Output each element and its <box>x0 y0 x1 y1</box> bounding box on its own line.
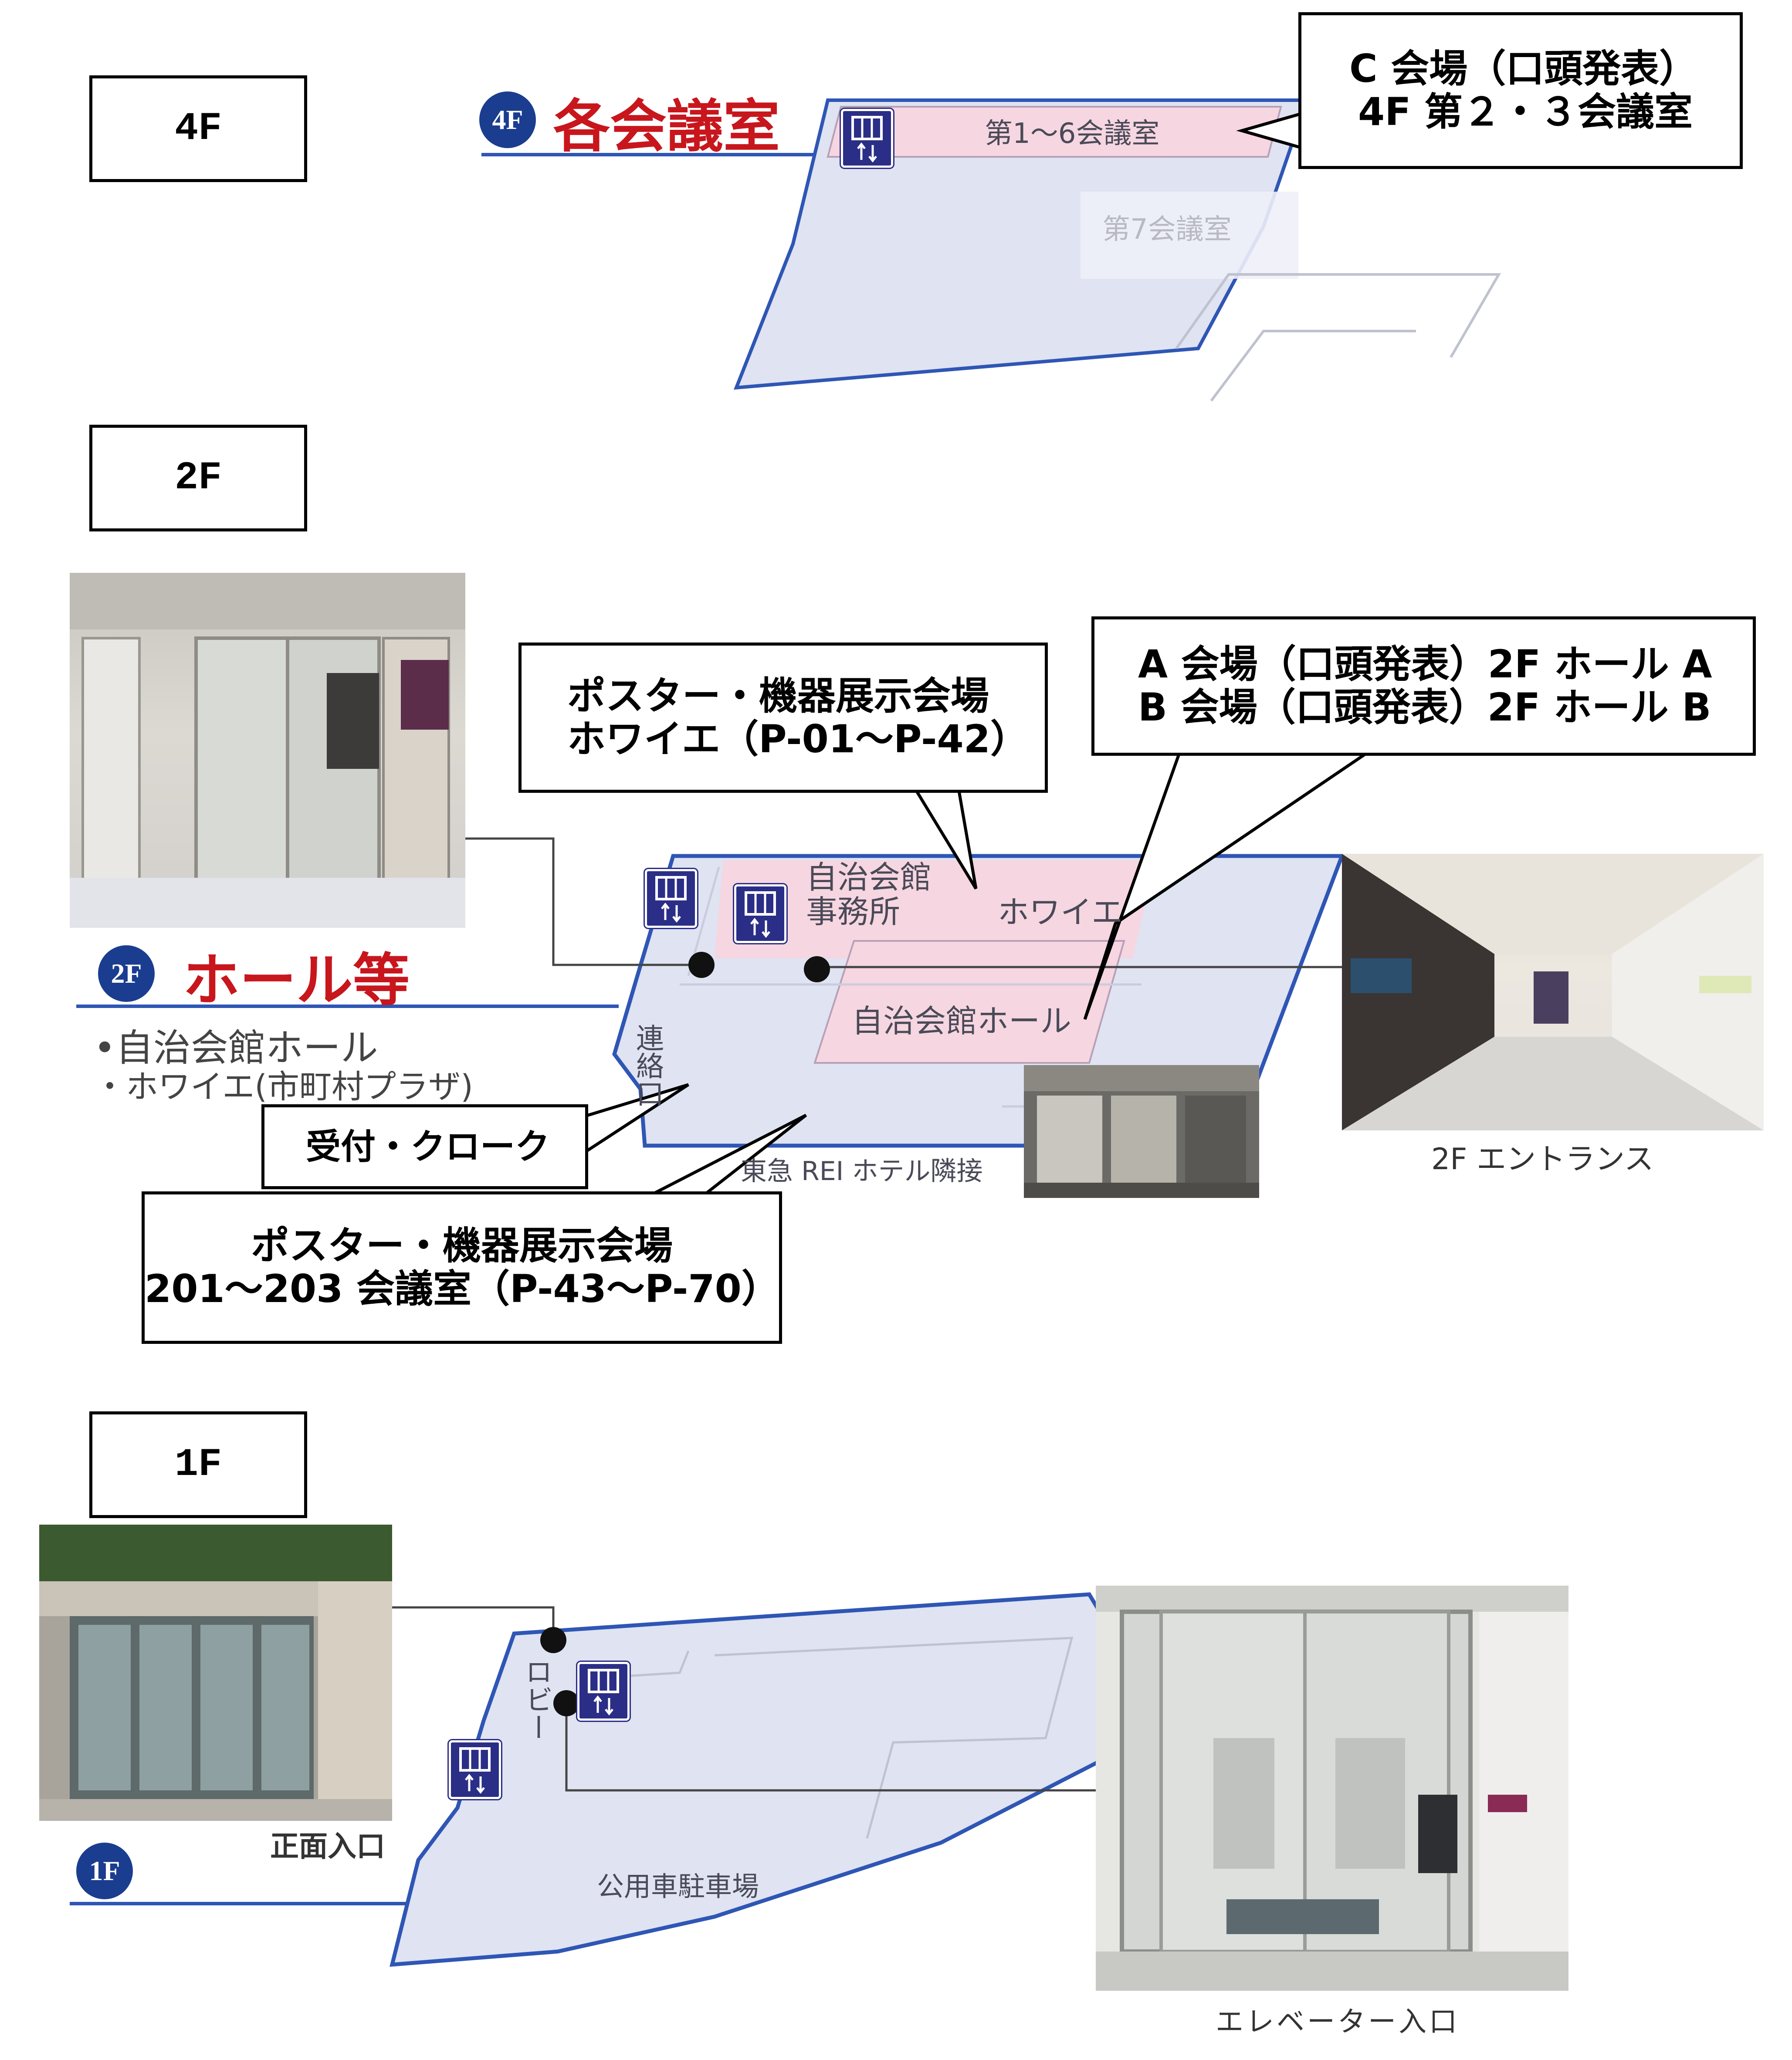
room-label-corridor: 連絡口 <box>631 1024 664 1107</box>
room-label-parking: 公用車駐車場 <box>597 1871 759 1902</box>
callout-venue-a-b-line-1: A 会場（口頭発表）2F ホール A <box>1138 642 1712 687</box>
floor-label-1f: 1F <box>89 1411 307 1518</box>
floor-badge-1f: 1F <box>76 1843 133 1899</box>
floor-label-4f: 4F <box>89 75 307 182</box>
callout-venue-c-line-1: C 会場（口頭発表） <box>1349 46 1698 91</box>
room-label-meeting-1-6: 第1〜6会議室 <box>985 118 1160 150</box>
photo-2f-entrance <box>1342 854 1764 1130</box>
room-label-foyer: ホワイエ <box>998 894 1123 930</box>
room-label-office-line-1: 自治会館 <box>806 859 932 896</box>
photo-elevator-entrance <box>1096 1586 1568 1991</box>
label-adjacent-hotel: 東急 REI ホテル隣接 <box>741 1156 983 1187</box>
callout-poster-foyer-line-2: ホワイエ（P-01〜P-42） <box>567 716 1029 761</box>
callout-poster-rooms-line-1: ポスター・機器展示会場 <box>251 1223 673 1268</box>
callout-poster-foyer: ポスター・機器展示会場 ホワイエ（P-01〜P-42） <box>518 643 1048 793</box>
facility-list-item-foyer: ・ホワイエ(市町村プラザ) <box>94 1068 473 1106</box>
floor-4-plan <box>481 98 1501 402</box>
callout-venue-a-b-line-2: B 会場（口頭発表）2F ホール B <box>1138 685 1711 730</box>
elevator-icon <box>645 869 697 928</box>
callout-venue-c: C 会場（口頭発表） 4F 第２・３会議室 <box>1298 12 1743 169</box>
floor-badge-2f: 2F <box>98 945 155 1002</box>
room-label-office-line-2: 事務所 <box>806 893 901 930</box>
callout-venue-c-line-2: 4F 第２・３会議室 <box>1358 89 1693 134</box>
room-label-hall: 自治会館ホール <box>852 1003 1072 1039</box>
elevator-icon <box>841 109 893 168</box>
callout-reception: 受付・クローク <box>261 1104 588 1189</box>
caption-2f-entrance: 2F エントランス <box>1431 1142 1654 1177</box>
room-label-lobby: ロビー <box>520 1657 552 1741</box>
callout-poster-rooms-line-2: 201〜203 会議室（P-43〜P-70） <box>145 1266 780 1311</box>
facility-list-item-hall: •自治会館ホール <box>94 1026 378 1070</box>
photo-hotel-entrance <box>1024 1065 1259 1198</box>
caption-main-entrance: 正面入口 <box>270 1829 385 1863</box>
floor-badge-4f: 4F <box>479 91 536 148</box>
photo-main-entrance <box>39 1525 392 1821</box>
elevator-icon <box>449 1740 501 1799</box>
callout-poster-rooms: ポスター・機器展示会場 201〜203 会議室（P-43〜P-70） <box>142 1191 782 1344</box>
elevator-icon <box>734 884 786 943</box>
room-label-office: 自治会館 事務所 <box>806 860 932 929</box>
elevator-icon <box>577 1662 630 1721</box>
caption-elevator-entrance: エレベーター入口 <box>1216 2006 1460 2038</box>
floor-label-2f: 2F <box>89 425 307 531</box>
photo-glass-door <box>70 573 465 928</box>
callout-poster-foyer-line-1: ポスター・機器展示会場 <box>567 673 989 718</box>
floor-title-2f: ホール等 <box>183 947 410 1013</box>
room-label-meeting-7: 第7会議室 <box>1102 213 1232 246</box>
callout-venue-a-b: A 会場（口頭発表）2F ホール A B 会場（口頭発表）2F ホール B <box>1091 616 1756 756</box>
floor-title-4f: 各会議室 <box>553 93 780 159</box>
